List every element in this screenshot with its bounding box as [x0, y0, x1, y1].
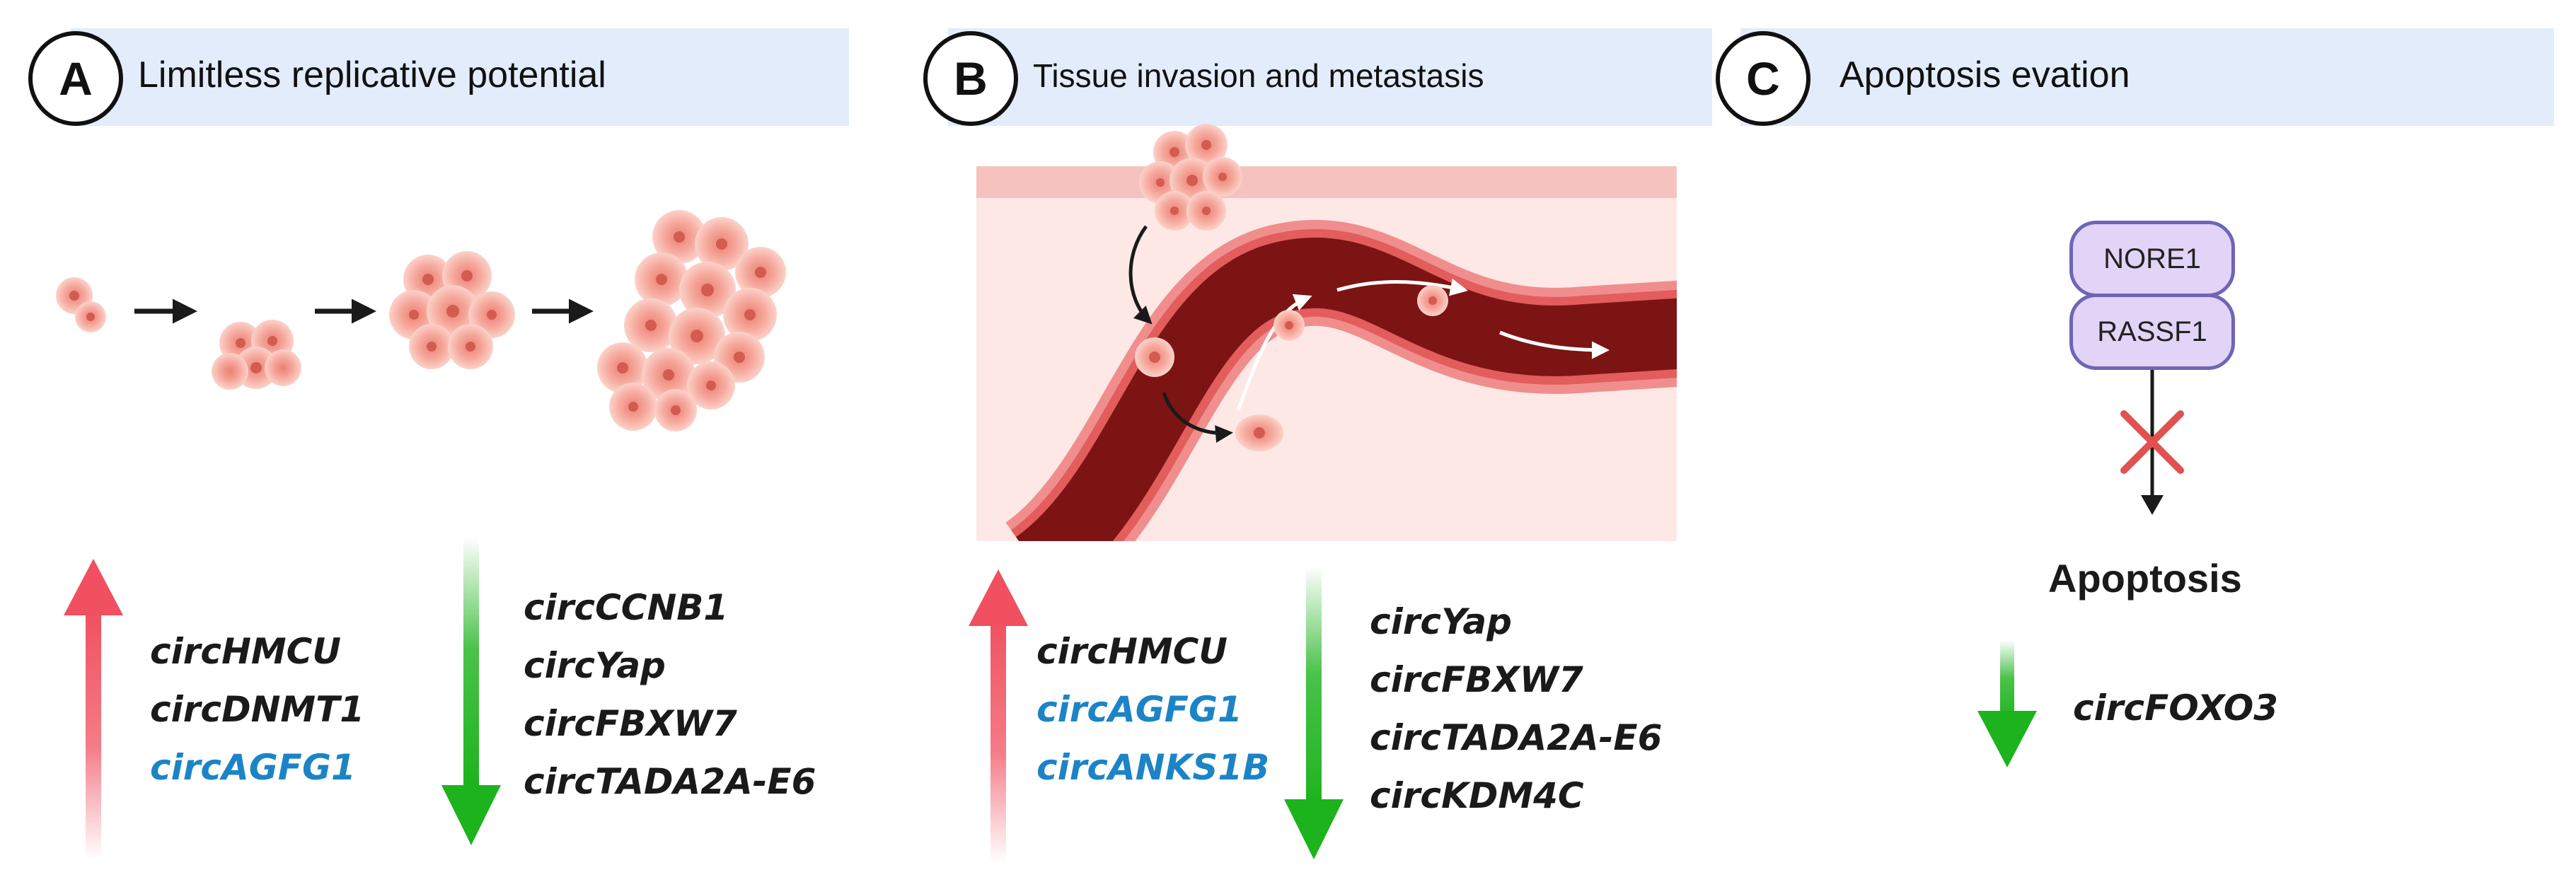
panel-a-title: Limitless replicative potential	[138, 54, 606, 95]
downregulation-arrow	[441, 538, 501, 845]
gene-label-highlighted: circAGFG1	[1036, 689, 1242, 730]
cell-medium-cluster	[389, 251, 515, 369]
panel-a-letter-badge: A	[28, 31, 123, 126]
intravasating-cell	[1235, 414, 1283, 451]
gene-label: circCCNB1	[524, 587, 729, 628]
panel-a-banner	[71, 28, 849, 126]
metastasis-illustration	[969, 124, 1677, 863]
downregulation-arrow	[1977, 640, 2037, 767]
panel-c-title: Apoptosis evation	[1839, 54, 2130, 95]
downregulation-arrow	[1284, 566, 1344, 859]
gene-label: circFBXW7	[1370, 659, 1583, 700]
invasion-arrow	[1128, 225, 1153, 325]
panel-c: C Apoptosis evation NORE1 RASSF1 Apoptos…	[1691, 0, 2576, 870]
panel-b-banner	[948, 28, 1712, 126]
downregulated-gene-list: circYap circFBXW7 circTADA2A-E6 circKDM4…	[1370, 593, 1662, 825]
tissue-surface-layer	[976, 166, 1677, 198]
blood-vessel	[1004, 219, 1677, 541]
gene-label-highlighted: circANKS1B	[1036, 747, 1270, 788]
gene-label: circDNMT1	[150, 689, 365, 730]
gene-label: circYap	[524, 645, 666, 686]
apoptosis-pathway-illustration	[1977, 370, 2184, 767]
panel-a: A Limitless replicative potential	[0, 0, 863, 870]
cell-single-stage	[56, 277, 106, 332]
panel-c-banner	[1740, 28, 2554, 126]
upregulation-arrow	[64, 559, 123, 859]
gene-label: circHMCU	[1036, 631, 1228, 672]
gene-label-highlighted: circAGFG1	[150, 747, 356, 788]
gene-label: circFOXO3	[2073, 688, 2279, 729]
cell-small-cluster	[212, 320, 301, 390]
panel-b-letter-badge: B	[923, 31, 1018, 126]
intravasation-arrow	[1162, 392, 1233, 443]
gene-label: circTADA2A-E6	[524, 761, 816, 802]
gene-label: circHMCU	[150, 631, 341, 672]
protein-box-rassf1: RASSF1	[2069, 294, 2235, 370]
inhibition-cross-icon	[2120, 410, 2184, 474]
gene-label: circYap	[1370, 601, 1512, 642]
pathway-arrow-head	[2141, 495, 2164, 515]
upregulated-gene-list: circHMCU circAGFG1 circANKS1B	[1036, 622, 1269, 796]
panel-b-title: Tissue invasion and metastasis	[1033, 57, 1484, 94]
apoptosis-label: Apoptosis	[2048, 556, 2242, 601]
panel-b: B Tissue invasion and metastasis	[891, 0, 1712, 870]
protein-box-nore1: NORE1	[2069, 221, 2235, 297]
gene-label: circTADA2A-E6	[1370, 717, 1663, 758]
upregulation-arrow	[969, 569, 1028, 863]
migrating-cell	[1135, 337, 1174, 377]
upregulated-gene-list: circHMCU circDNMT1 circAGFG1	[150, 622, 364, 796]
gene-label: circKDM4C	[1370, 775, 1584, 816]
panel-c-letter-badge: C	[1716, 31, 1810, 126]
circulating-tumor-cell	[1273, 310, 1305, 341]
cell-proliferation-illustration	[56, 210, 786, 859]
cell-large-cluster	[597, 210, 786, 431]
circulating-tumor-cell	[1417, 285, 1448, 316]
primary-tumor-cluster	[1139, 124, 1242, 231]
downregulated-gene-list: circFOXO3	[2073, 679, 2278, 737]
downregulated-gene-list: circCCNB1 circYap circFBXW7 circTADA2A-E…	[524, 579, 816, 811]
gene-label: circFBXW7	[524, 703, 737, 744]
